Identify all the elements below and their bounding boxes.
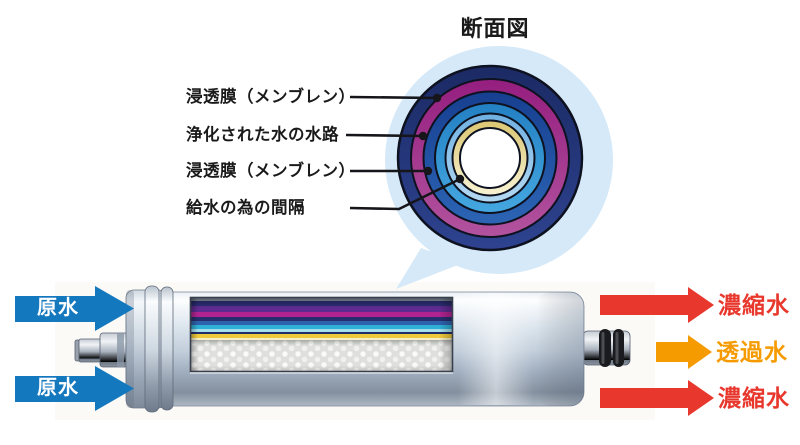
- inlet-arrow-top-icon: [15, 286, 134, 331]
- callout-lines: [345, 95, 461, 211]
- ring-core: [459, 127, 521, 189]
- outlet-arrow-permeate-icon: [656, 335, 712, 369]
- callout-label-feed-spacer: 給水の為の間隔: [186, 199, 305, 217]
- right-port: [582, 329, 631, 367]
- callout-dots: [418, 93, 465, 184]
- section-title: 断面図: [460, 16, 530, 41]
- outlet-label-concentrate-bottom: 濃縮水: [718, 385, 790, 411]
- left-port: [74, 332, 129, 368]
- callout-label-purified-water-channel: 浄化された水の水路: [186, 126, 339, 144]
- outlet-label-permeate: 透過水: [716, 339, 788, 365]
- outlet-arrow-concentrate-top-icon: [600, 287, 714, 323]
- body-end-shading: [536, 292, 584, 406]
- inlet-label-top: 原水: [37, 297, 79, 319]
- body-highlight: [458, 293, 534, 405]
- flow-arrows: [15, 286, 714, 416]
- callout-label-membrane-inner: 浸透膜（メンブレン）: [186, 162, 356, 180]
- cap-band: [160, 286, 174, 411]
- callout-line-4: [349, 177, 461, 211]
- o-ring: [599, 329, 611, 367]
- outlet-arrow-concentrate-bottom-icon: [600, 380, 714, 416]
- filter-cartridge-illustration: [74, 285, 631, 413]
- callout-label-membrane-outer: 浸透膜（メンブレン）: [186, 88, 356, 106]
- outlet-label-concentrate-top: 濃縮水: [718, 292, 790, 318]
- cross-section-rings: [396, 64, 584, 252]
- callout-line-2: [345, 133, 424, 138]
- inlet-arrow-bottom-icon: [15, 366, 134, 411]
- end-cap: [125, 285, 174, 413]
- cap-band: [144, 285, 160, 413]
- cutaway-window: [189, 296, 454, 374]
- inlet-label-bottom: 原水: [37, 377, 79, 399]
- callout-line-1: [349, 95, 438, 100]
